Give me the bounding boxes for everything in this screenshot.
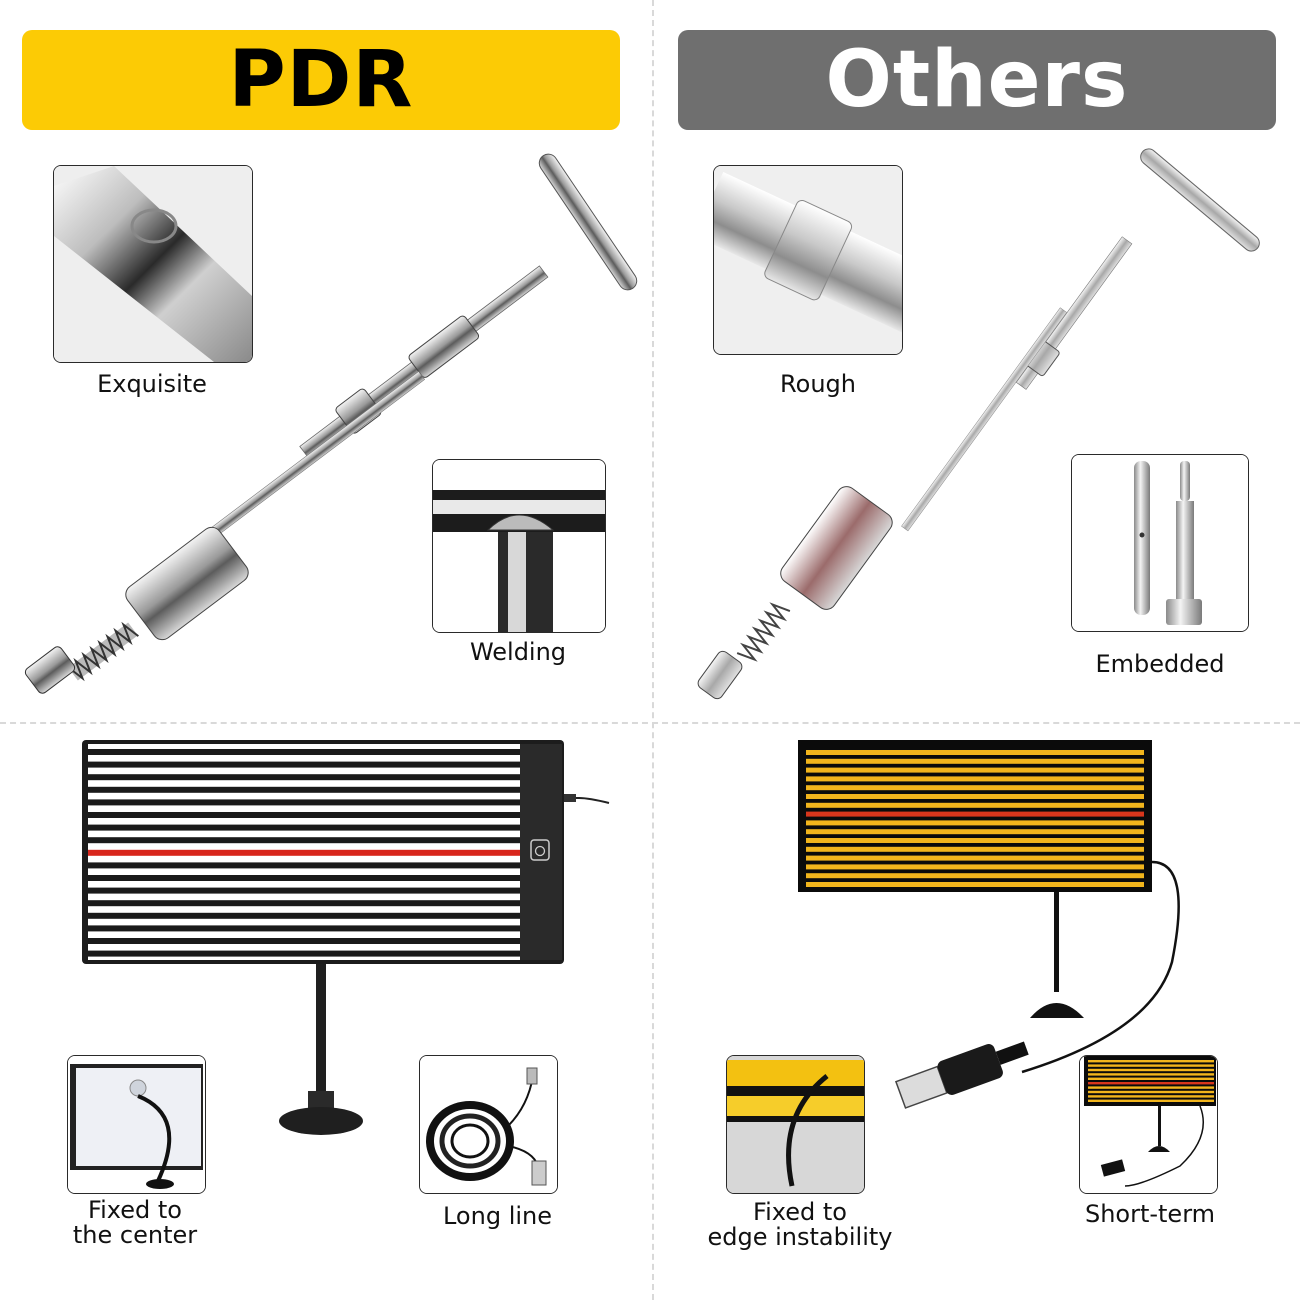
pdr-reflector-board-icon [78,736,618,1146]
chrome-closeup-icon [54,166,252,362]
reflector-stripe [88,824,520,831]
fixed-edge-thumb [726,1055,865,1194]
others-slide-hammer-icon [680,140,1280,710]
suction-stand-icon [68,1056,205,1193]
horizontal-divider [0,722,1300,724]
reflector-stripe [806,820,1144,826]
reflector-stripe [88,799,520,806]
reflector-stripe [88,900,520,907]
reflector-stripe [806,838,1144,843]
others-reflector-board-icon [780,736,1200,1086]
reflector-stripe [88,887,520,894]
reflector-stripe [806,882,1144,887]
fixed-edge-caption-line2: edge instability [707,1223,893,1251]
reflector-stripe [88,862,520,869]
fixed-center-thumb [67,1055,206,1194]
reflector-stripe [806,776,1144,782]
reflector-stripe [88,912,520,919]
reflector-stripe [88,925,520,932]
welding-closeup-thumb [432,459,606,633]
reflector-stripe [88,938,520,944]
long-line-caption: Long line [442,1202,553,1230]
short-term-caption: Short-term [1084,1200,1216,1228]
reflector-stripe [1088,1077,1214,1080]
power-button-icon [530,839,550,861]
reflector-stripe [1088,1073,1214,1076]
reflector-stripe [88,761,520,768]
reflector-stripe [806,785,1144,791]
pdr-slide-hammer-icon [20,150,640,710]
rough-caption: Rough [780,370,856,398]
reflector-stripe [1088,1060,1214,1063]
reflector-stripe [88,774,520,781]
reflector-stripe [806,767,1144,773]
pdr-banner: PDR [22,30,620,130]
embedded-caption: Embedded [1095,650,1225,678]
reflector-stripe [88,812,520,818]
fixed-center-caption-line2: the center [72,1221,198,1249]
vertical-divider [652,0,654,1300]
chrome-joint-icon [714,166,902,354]
reflector-stripe [806,758,1144,764]
exquisite-caption: Exquisite [97,370,207,398]
fixed-edge-caption-line1: Fixed to [753,1198,847,1226]
reflector-stripe [88,786,520,793]
reflector-stripe [88,849,520,856]
reflector-stripe [806,811,1144,817]
exquisite-closeup-thumb [53,165,253,363]
reflector-stripe [806,855,1144,861]
short-term-thumb [1079,1055,1218,1194]
reflector-stripe [1088,1090,1214,1094]
mini-board-icon [1080,1056,1217,1193]
reflector-stripe [806,794,1144,799]
embedded-closeup-thumb [1071,454,1249,632]
reflector-stripe [88,749,520,755]
reflector-stripe [88,950,520,957]
rough-closeup-thumb [713,165,903,355]
reflector-stripe [88,837,520,844]
fixed-center-caption: Fixed to the center [40,1198,230,1248]
reflector-stripe [1088,1095,1214,1098]
reflector-stripe [806,864,1144,870]
fixed-center-caption-line1: Fixed to [88,1196,182,1224]
weld-joint-icon [433,460,605,632]
others-banner-label: Others [825,35,1129,125]
pdr-banner-label: PDR [228,35,414,125]
reflector-stripe [1088,1064,1214,1067]
reflector-stripe [806,750,1144,755]
reflector-stripe [806,846,1144,852]
edge-mount-icon [727,1056,864,1193]
welding-caption: Welding [469,638,567,666]
fixed-edge-caption: Fixed to edge instability [700,1200,900,1250]
reflector-stripe [806,802,1144,808]
pin-parts-icon [1072,455,1248,631]
reflector-stripe [1088,1068,1214,1072]
usb-cable-coil-icon [420,1056,557,1193]
reflector-stripe [1088,1086,1214,1089]
others-banner: Others [678,30,1276,130]
reflector-stripe [1088,1099,1214,1102]
reflector-stripe [88,875,520,881]
long-line-thumb [419,1055,558,1194]
reflector-stripe [806,829,1144,835]
usb-plug-icon [888,1030,1038,1110]
reflector-stripe [806,873,1144,879]
reflector-stripe [1088,1082,1214,1085]
